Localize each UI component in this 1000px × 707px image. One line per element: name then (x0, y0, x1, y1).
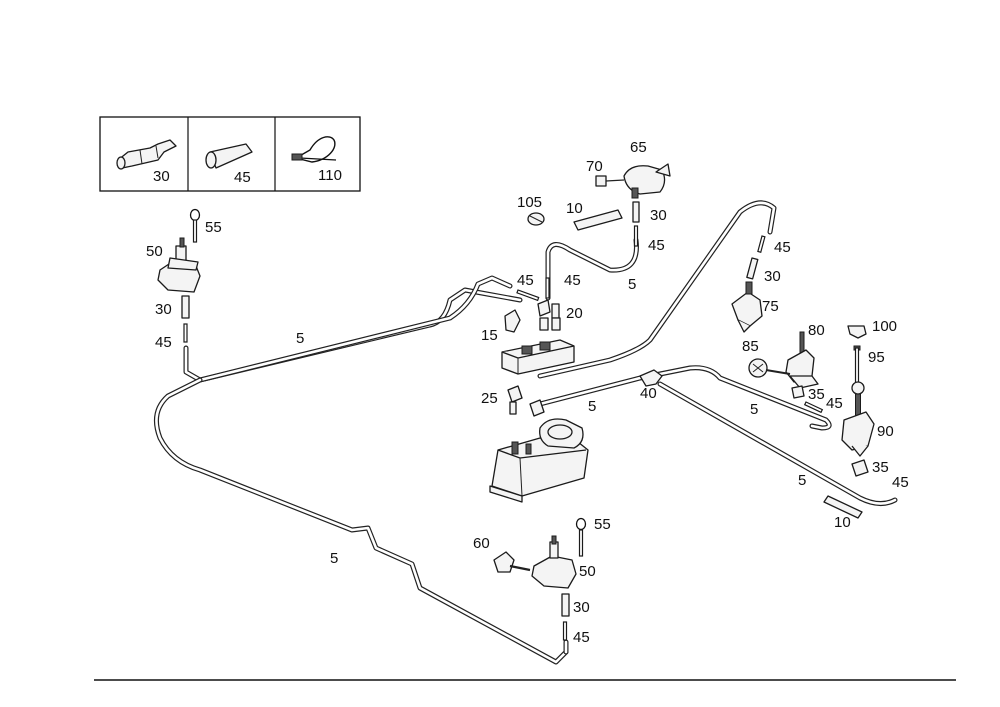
bolt-95 (853, 345, 861, 385)
label-45-right-top: 45 (774, 239, 791, 256)
label-50-upper: 50 (146, 243, 163, 260)
label-100: 100 (872, 318, 897, 335)
actuator-80 (785, 331, 819, 389)
label-10-bottom: 10 (834, 514, 851, 531)
legend-label-45: 45 (234, 169, 251, 186)
label-105: 105 (517, 194, 542, 211)
screw-60 (493, 551, 531, 573)
vacuum-lines (153, 200, 898, 665)
distributor-block (501, 339, 575, 375)
label-5-left: 5 (296, 330, 304, 347)
label-45-mid2: 45 (564, 272, 581, 289)
vacuum-pump (489, 418, 589, 503)
actuator-90 (841, 381, 875, 457)
label-30-lower: 30 (573, 599, 590, 616)
label-30-left: 30 (155, 301, 172, 318)
valve-75 (731, 281, 763, 333)
legend-label-30: 30 (153, 168, 170, 185)
legend-box: 30 45 110 (99, 116, 361, 192)
vacuum-valve-65 (595, 163, 671, 199)
label-45-right-mid: 45 (826, 395, 843, 412)
fittings-15-20 (504, 299, 561, 333)
label-75: 75 (762, 298, 779, 315)
label-20: 20 (566, 305, 583, 322)
label-10-top: 10 (566, 200, 583, 217)
label-50-lower: 50 (579, 563, 596, 580)
label-5-lower-left: 5 (330, 550, 338, 567)
nut-100 (847, 325, 867, 339)
label-45-top: 45 (648, 237, 665, 254)
label-5-top: 5 (628, 276, 636, 293)
hose-sleeve-icon (205, 143, 253, 169)
label-35-upper: 35 (808, 386, 825, 403)
label-70: 70 (586, 158, 603, 175)
label-45-left: 45 (155, 334, 172, 351)
label-45-right-low: 45 (892, 474, 909, 491)
label-5-right-mid: 5 (750, 401, 758, 418)
screw-85 (748, 358, 791, 378)
label-80: 80 (808, 322, 825, 339)
label-55-lower: 55 (594, 516, 611, 533)
label-65: 65 (630, 139, 647, 156)
label-5-center: 5 (588, 398, 596, 415)
label-45-lower: 45 (573, 629, 590, 646)
label-90: 90 (877, 423, 894, 440)
label-15: 15 (481, 327, 498, 344)
fitting-25 (507, 385, 523, 415)
tee-40 (639, 369, 663, 387)
label-95: 95 (868, 349, 885, 366)
label-30-right: 30 (764, 268, 781, 285)
label-25: 25 (481, 390, 498, 407)
label-85: 85 (742, 338, 759, 355)
label-35-lower: 35 (872, 459, 889, 476)
connector-icon (116, 139, 177, 170)
lower-valve (531, 517, 587, 641)
cap-105 (527, 212, 545, 226)
label-45-mid: 45 (517, 272, 534, 289)
cable-tie-icon (291, 136, 337, 163)
legend-label-110: 110 (318, 167, 342, 184)
label-60: 60 (473, 535, 490, 552)
label-55-upper: 55 (205, 219, 222, 236)
label-40: 40 (640, 385, 657, 402)
label-5-right-low: 5 (798, 472, 806, 489)
hose-10-top (573, 209, 623, 231)
hose-10-bottom (823, 495, 863, 519)
upper-left-valve (157, 208, 201, 343)
label-30-top: 30 (650, 207, 667, 224)
